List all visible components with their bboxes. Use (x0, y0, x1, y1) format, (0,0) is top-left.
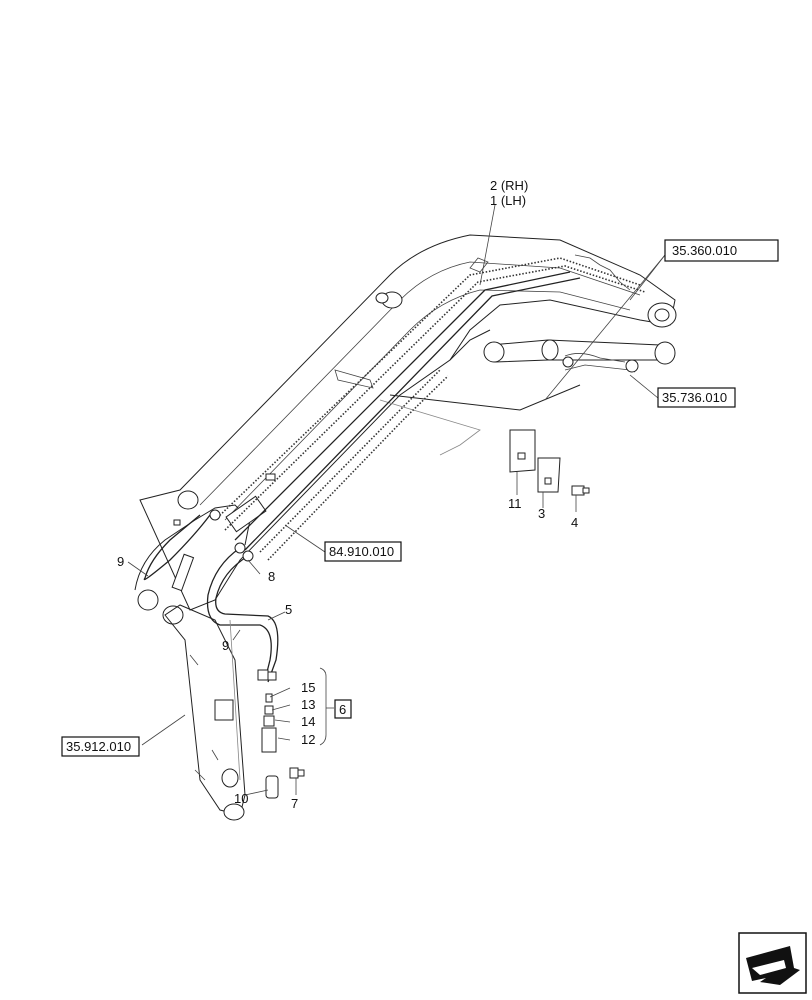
reference-35-912-010[interactable]: 35.912.010 (61, 736, 140, 757)
arm-drawing (164, 604, 246, 821)
callout-9-top: 9 (117, 554, 124, 569)
reference-84-910-010-label: 84.910.010 (329, 544, 394, 559)
callout-8: 8 (268, 569, 275, 584)
boom-drawing (134, 234, 677, 625)
hydraulic-pipes (214, 254, 646, 561)
reference-35-736-010-label: 35.736.010 (662, 390, 727, 405)
reference-35-360-010-label: 35.360.010 (672, 243, 737, 258)
leader-lines (127, 204, 666, 796)
reference-35-736-010[interactable]: 35.736.010 (657, 387, 736, 408)
callout-11: 11 (508, 496, 522, 511)
reference-35-360-010[interactable]: 35.360.010 (664, 239, 779, 262)
callout-1-lh: 1 (LH) (490, 193, 526, 208)
reference-84-910-010[interactable]: 84.910.010 (324, 541, 402, 562)
callout-4: 4 (571, 515, 578, 530)
joint-hoses (143, 509, 279, 683)
next-page-arrow-icon[interactable] (738, 932, 807, 994)
callout-6: 6 (339, 702, 346, 717)
callout-14: 14 (301, 714, 315, 729)
callout-7: 7 (291, 796, 298, 811)
callout-10: 10 (234, 791, 248, 806)
callout-2-rh: 2 (RH) (490, 178, 528, 193)
callout-5: 5 (285, 602, 292, 617)
hardware-parts (261, 429, 590, 799)
callout-15: 15 (301, 680, 315, 695)
callout-3: 3 (538, 506, 545, 521)
callout-12: 12 (301, 732, 315, 747)
callout-6-box: 6 (334, 699, 352, 719)
reference-35-912-010-label: 35.912.010 (66, 739, 131, 754)
callout-13: 13 (301, 697, 315, 712)
callout-9-bottom: 9 (222, 638, 229, 653)
callout-labels: 2 (RH) 1 (LH) 9 8 5 9 15 13 14 12 10 7 1… (117, 178, 578, 811)
